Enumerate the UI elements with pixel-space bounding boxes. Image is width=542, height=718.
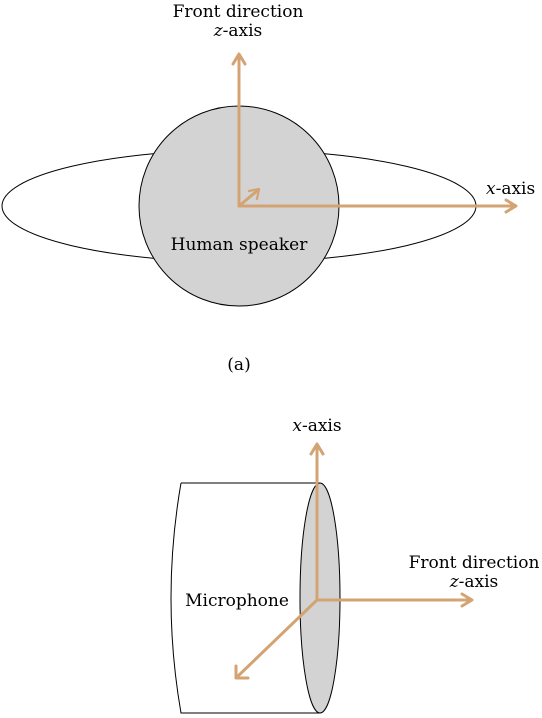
panel-a: Front direction z-axis x-axis Human spea…: [1, 2, 535, 375]
z-axis-suffix-a: -axis: [223, 21, 263, 41]
y-axis-arrowhead-b: [234, 664, 250, 680]
y-axis-arrowhead-a: [247, 187, 261, 201]
z-axis-arrowhead-a: [231, 52, 247, 66]
z-axis-var-b: z: [449, 572, 460, 592]
x-axis-label-a: x-axis: [486, 179, 535, 199]
x-axis-suffix-b: -axis: [302, 416, 342, 436]
z-axis-label-a: z-axis: [213, 21, 263, 41]
panel-b: x-axis Front direction z-axis Microphone: [170, 416, 540, 714]
microphone-body: [170, 482, 320, 714]
microphone-label: Microphone: [185, 591, 289, 611]
microphone-front-face: [299, 482, 341, 714]
x-axis-label-b: x-axis: [292, 416, 341, 436]
x-axis-arrowhead-a: [504, 198, 518, 214]
x-axis-suffix-a: -axis: [496, 179, 536, 199]
x-axis-var-b: x: [292, 416, 302, 436]
front-direction-label-b: Front direction: [409, 553, 540, 573]
human-speaker-label: Human speaker: [171, 235, 309, 255]
z-axis-var-a: z: [213, 21, 224, 41]
front-direction-label-a: Front direction: [173, 2, 304, 22]
y-axis-line-b: [235, 598, 319, 679]
z-axis-arrowhead-b: [460, 592, 474, 608]
x-axis-arrowhead-b: [309, 442, 325, 456]
y-axis-line-a: [237, 188, 260, 208]
caption-a: (a): [227, 355, 250, 375]
x-axis-var-a: x: [486, 179, 496, 199]
z-axis-label-b: z-axis: [449, 572, 499, 592]
z-axis-suffix-b: -axis: [459, 572, 499, 592]
